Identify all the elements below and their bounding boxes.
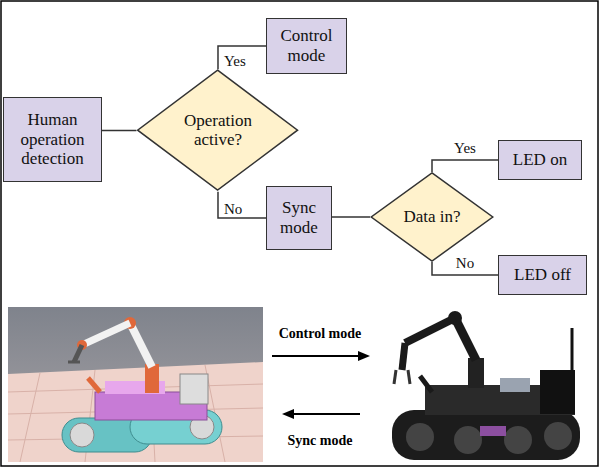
- robot-logo: [480, 426, 506, 436]
- robot-wheel: [406, 423, 434, 451]
- node-text: LED on: [513, 150, 567, 170]
- arrow-label: Control mode: [279, 326, 362, 341]
- mode-arrow: [292, 413, 360, 415]
- sim-box: [180, 374, 208, 404]
- node-text-group: Human operation detection: [9, 110, 96, 169]
- sim-arm-base: [145, 364, 159, 393]
- decision-diamond: Data in?: [370, 172, 494, 262]
- sim-floor: [8, 362, 263, 462]
- node-text: Control mode: [272, 26, 341, 65]
- node-text-group: Data in?: [403, 207, 460, 227]
- node-text: Sync mode: [272, 198, 326, 237]
- edge-label: No: [455, 255, 475, 272]
- sim-arm-link: [130, 323, 152, 367]
- robot-arm-link: [455, 318, 476, 360]
- robot-gripper: [408, 370, 410, 384]
- edge-label: No: [223, 201, 243, 218]
- node-text: Data in?: [403, 207, 460, 227]
- connector: [218, 46, 266, 69]
- robot-gripper: [394, 370, 396, 384]
- sim-arm-link: [82, 323, 130, 345]
- robot-wrist: [402, 343, 405, 370]
- node-text-group: LED on: [513, 150, 567, 170]
- mode-box: Control mode: [266, 18, 347, 74]
- sim-gripper: [74, 345, 82, 362]
- diamond-outline: [138, 71, 298, 191]
- robot-electronics: [500, 378, 530, 392]
- sim-gripper: [68, 361, 80, 364]
- sim-wheel: [70, 423, 94, 447]
- edge-label: Yes: [223, 53, 247, 70]
- process-box: Human operation detection: [3, 97, 102, 182]
- decision-diamond: Operation active?: [136, 69, 299, 191]
- arrowhead: [358, 351, 370, 361]
- robot-arm-base: [468, 358, 484, 388]
- node-text: Operation active?: [176, 111, 260, 150]
- floor-grid: [8, 365, 263, 462]
- mode-arrow: [272, 355, 360, 357]
- robot-wheel: [504, 426, 532, 454]
- diamond-outline: [371, 173, 493, 261]
- sim-small-arm: [88, 378, 100, 392]
- node-text: Human operation detection: [9, 110, 96, 169]
- connector: [102, 130, 136, 132]
- output-box: LED off: [498, 255, 587, 295]
- grid-line: [20, 373, 40, 462]
- node-text-group: LED off: [514, 265, 571, 285]
- connector: [332, 216, 370, 218]
- robot-wheel: [454, 426, 482, 454]
- robot-wheel: [544, 422, 572, 450]
- edge-label: Yes: [453, 140, 477, 157]
- node-text-group: Operation active?: [176, 111, 260, 150]
- arrow-label: Sync mode: [288, 433, 353, 448]
- node-text-group: Control mode: [272, 26, 341, 65]
- robot-track: [392, 410, 580, 460]
- node-text: LED off: [514, 265, 571, 285]
- arrowhead: [282, 409, 294, 419]
- sim-background: [8, 307, 263, 462]
- node-text-group: Sync mode: [272, 198, 326, 237]
- mode-box: Sync mode: [266, 186, 332, 250]
- robot-box: [540, 370, 575, 414]
- robot-arm-link: [405, 318, 455, 343]
- robot-antenna: [571, 328, 574, 370]
- output-box: LED on: [498, 140, 582, 180]
- connector: [218, 192, 266, 218]
- robot-small-arm: [420, 376, 432, 392]
- connector: [432, 160, 498, 172]
